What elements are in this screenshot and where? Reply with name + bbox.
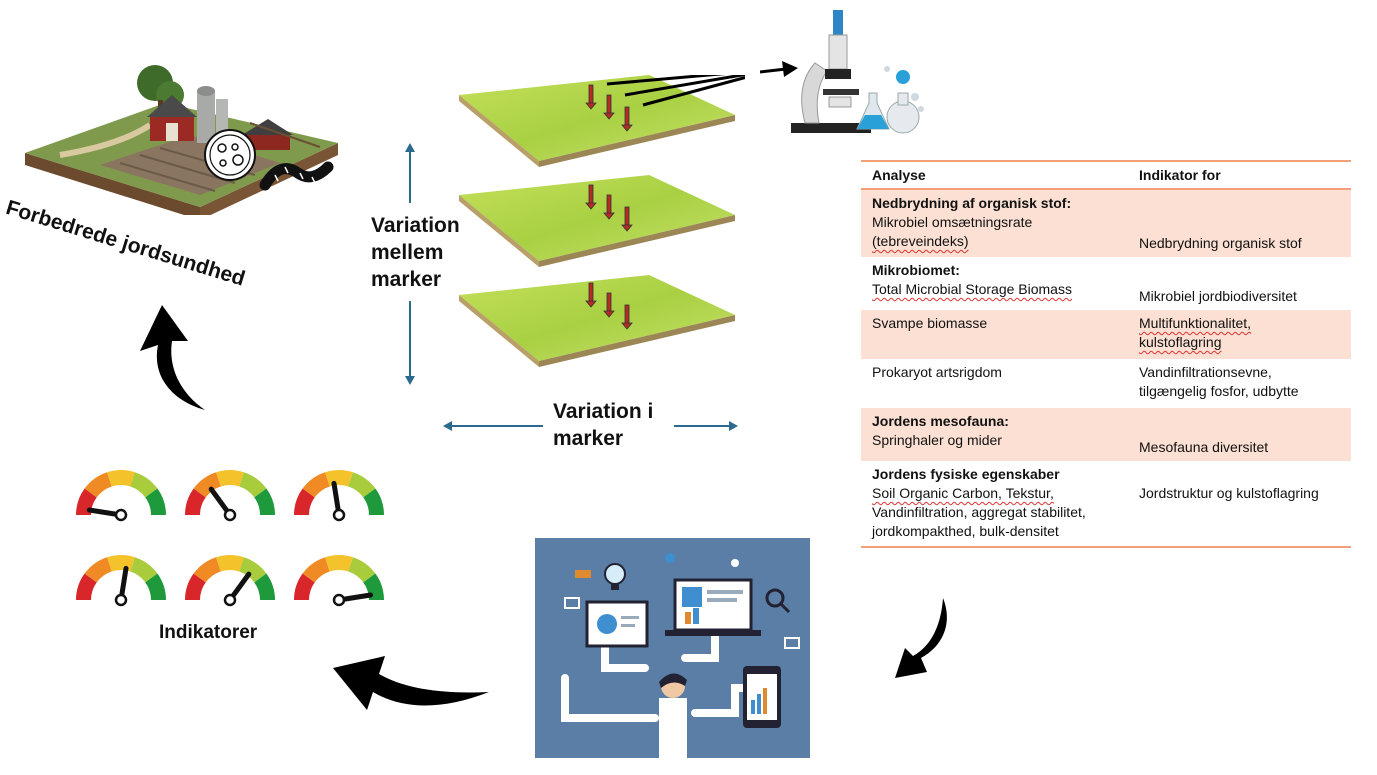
row-group-label: Mikrobiomet: bbox=[872, 262, 960, 278]
gauge-segment bbox=[348, 472, 376, 498]
header-indikator: Indikator for bbox=[1139, 167, 1221, 183]
gauge-3 bbox=[294, 470, 385, 522]
variation-between-label: Variation mellem marker bbox=[371, 212, 460, 293]
variation-between-line-3: marker bbox=[371, 268, 442, 291]
gauge-segment bbox=[294, 488, 315, 515]
row-group-label: Nedbrydning af organisk stof: bbox=[872, 195, 1072, 211]
gauge-hub bbox=[114, 508, 128, 522]
variation-within-arrow-left bbox=[443, 419, 543, 433]
curved-arrow-down-left bbox=[893, 598, 953, 683]
variation-between-arrow bbox=[400, 143, 420, 385]
indicator-gauges bbox=[68, 460, 398, 620]
gauge-segment bbox=[363, 488, 385, 515]
row-indicator: Mikrobiel jordbiodiversitet bbox=[1139, 288, 1297, 304]
gauge-segment bbox=[239, 472, 267, 498]
row-analysis-line: jordkompakthed, bulk-densitet bbox=[872, 523, 1059, 539]
gauge-segment bbox=[145, 573, 166, 600]
field-plot-2 bbox=[459, 175, 735, 267]
farm-illustration bbox=[20, 55, 350, 215]
field-plot-3 bbox=[459, 275, 735, 367]
variation-within-line-2: marker bbox=[553, 427, 624, 450]
gauge-hub bbox=[332, 593, 346, 607]
row-analysis-line: Prokaryot artsrigdom bbox=[872, 364, 1002, 380]
gauge-5 bbox=[185, 555, 275, 607]
variation-within-label: Variation i marker bbox=[553, 398, 653, 452]
row-analysis-line: Svampe biomasse bbox=[872, 315, 988, 331]
row-indicator: Mesofauna diversitet bbox=[1139, 439, 1269, 455]
gauge-segment bbox=[302, 472, 330, 498]
gauge-1 bbox=[76, 470, 166, 522]
table-row: Jordens mesofauna: Springhaler og mider … bbox=[861, 408, 1351, 461]
gauge-segment bbox=[216, 470, 244, 487]
header-analyse: Analyse bbox=[872, 167, 926, 183]
row-indicator-line: tilgængelig fosfor, udbytte bbox=[1139, 383, 1299, 399]
gauge-segment bbox=[254, 488, 275, 515]
gauge-segment bbox=[185, 488, 206, 515]
curved-arrow-left bbox=[333, 650, 493, 730]
variation-within-line-1: Variation i bbox=[553, 400, 654, 423]
gauge-segment bbox=[302, 557, 330, 583]
table-row: Prokaryot artsrigdom Vandinfiltrationsev… bbox=[861, 359, 1351, 408]
row-group-label: Jordens fysiske egenskaber bbox=[872, 466, 1060, 482]
table-header: Analyse Indikator for bbox=[861, 160, 1351, 190]
gauge-segment bbox=[239, 557, 267, 583]
gauge-hub bbox=[223, 508, 237, 522]
field-plots bbox=[455, 75, 745, 375]
table-row: Jordens fysiske egenskaber Soil Organic … bbox=[861, 461, 1351, 548]
row-indicator: Nedbrydning organisk stof bbox=[1139, 235, 1302, 251]
row-indicator-line: Multifunktionalitet, bbox=[1139, 315, 1252, 331]
row-indicator-line: Vandinfiltrationsevne, bbox=[1139, 364, 1272, 380]
gauge-hub bbox=[332, 508, 346, 522]
gauge-hub bbox=[114, 593, 128, 607]
table-row: Svampe biomasse Multifunktionalitet, kul… bbox=[861, 310, 1351, 359]
gauge-segment bbox=[84, 557, 112, 583]
gauge-segment bbox=[107, 555, 135, 572]
row-indicator: Jordstruktur og kulstoflagring bbox=[1139, 485, 1319, 501]
gauge-segment bbox=[185, 573, 206, 600]
table-row: Nedbrydning af organisk stof: Mikrobiel … bbox=[861, 190, 1351, 257]
row-group-label: Jordens mesofauna: bbox=[872, 413, 1009, 429]
gauge-segment bbox=[76, 573, 97, 600]
variation-within-arrow-right bbox=[674, 419, 738, 433]
gauge-segment bbox=[84, 472, 112, 498]
row-indicator-line: kulstoflagring bbox=[1139, 334, 1222, 350]
variation-between-line-1: Variation bbox=[371, 214, 460, 237]
row-analysis-line: Total Microbial Storage Biomass bbox=[872, 281, 1072, 297]
gauge-4 bbox=[76, 555, 166, 607]
field-plot-1 bbox=[459, 75, 735, 167]
gauge-segment bbox=[193, 557, 221, 583]
row-analysis-line: Soil Organic Carbon, Tekstur, bbox=[872, 485, 1054, 501]
gauge-segment bbox=[254, 573, 275, 600]
data-analysis-illustration bbox=[535, 538, 810, 758]
analysis-table: Analyse Indikator for Nedbrydning af org… bbox=[861, 160, 1351, 548]
gauge-segment bbox=[193, 472, 221, 498]
gauge-segment bbox=[325, 470, 353, 487]
gauge-segment bbox=[294, 573, 315, 600]
variation-between-line-2: mellem bbox=[371, 241, 444, 264]
gauge-segment bbox=[107, 470, 135, 487]
row-analysis-line: Springhaler og mider bbox=[872, 432, 1002, 448]
gauge-segment bbox=[130, 557, 158, 583]
table-row: Mikrobiomet: Total Microbial Storage Bio… bbox=[861, 257, 1351, 310]
row-analysis-line: Vandinfiltration, aggregat stabilitet, bbox=[872, 504, 1086, 520]
gauge-segment bbox=[145, 488, 166, 515]
gauge-segment bbox=[348, 557, 376, 583]
row-analysis-line: (tebreveindeks) bbox=[872, 233, 969, 249]
gauge-hub bbox=[223, 593, 237, 607]
gauge-2 bbox=[185, 470, 275, 522]
row-analysis-line: Mikrobiel omsætningsrate bbox=[872, 214, 1033, 230]
arrow-to-microscope bbox=[760, 55, 800, 85]
indicators-title: Indikatorer bbox=[159, 622, 258, 643]
gauge-segment bbox=[325, 555, 353, 572]
curved-arrow-up bbox=[110, 305, 210, 415]
gauge-segment bbox=[216, 555, 244, 572]
gauge-segment bbox=[130, 472, 158, 498]
microscope-illustration bbox=[785, 5, 935, 140]
gauge-6 bbox=[294, 555, 385, 607]
